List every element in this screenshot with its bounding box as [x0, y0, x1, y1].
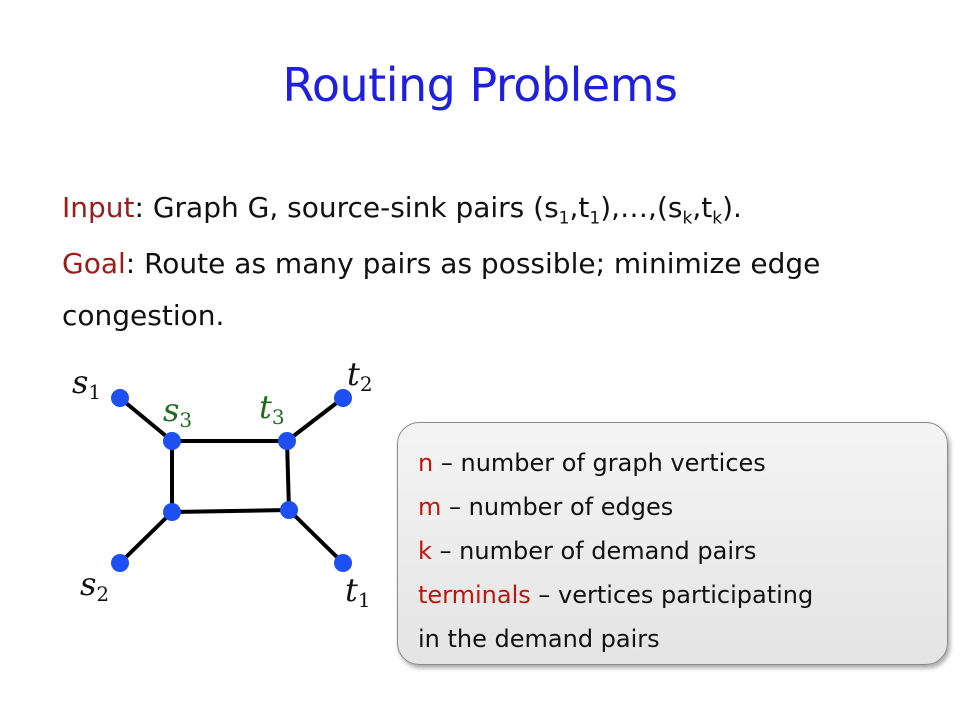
goal-label: Goal — [62, 247, 126, 280]
graph-edge — [171, 508, 290, 514]
graph-edge — [287, 508, 345, 565]
node-label-t1: t1 — [345, 571, 371, 612]
graph-edge — [285, 396, 345, 443]
definition-row: m – number of edges — [418, 493, 674, 521]
definition-row: k – number of demand pairs — [418, 537, 757, 565]
node-label-s2: s2 — [80, 565, 109, 606]
graph-labels: s1 s3 t3 t2 s2 t1 — [72, 355, 373, 612]
graph-node — [111, 389, 129, 407]
graph-node — [334, 389, 352, 407]
input-line: Input: Graph G, source-sink pairs (s1,t1… — [62, 191, 742, 229]
slide-body: Input: Graph G, source-sink pairs (s1,t1… — [62, 180, 922, 342]
node-label-s1: s1 — [72, 363, 101, 404]
graph-node — [280, 501, 298, 519]
input-label: Input — [62, 191, 135, 224]
graph-edge — [118, 396, 174, 443]
graph-node — [163, 503, 181, 521]
graph-node — [334, 554, 352, 572]
graph-edges — [118, 396, 345, 565]
graph-nodes — [111, 389, 352, 572]
node-label-t3: t3 — [259, 388, 285, 429]
graph-node — [163, 432, 181, 450]
node-label-s3: s3 — [163, 391, 192, 432]
goal-line: Goal: Route as many pairs as possible; m… — [62, 238, 922, 342]
slide-title: Routing Problems — [282, 58, 678, 112]
goal-text: : Route as many pairs as possible; minim… — [62, 247, 821, 332]
definition-row: terminals – vertices participating — [418, 581, 814, 609]
definition-row: in the demand pairs — [418, 625, 660, 653]
node-label-t2: t2 — [347, 355, 373, 396]
graph-node — [278, 432, 296, 450]
graph-edge — [285, 440, 291, 511]
definitions-box: n – number of graph vertices m – number … — [397, 422, 948, 665]
definition-row: n – number of graph vertices — [418, 449, 766, 477]
graph-node — [111, 554, 129, 572]
graph-edge — [118, 510, 174, 565]
